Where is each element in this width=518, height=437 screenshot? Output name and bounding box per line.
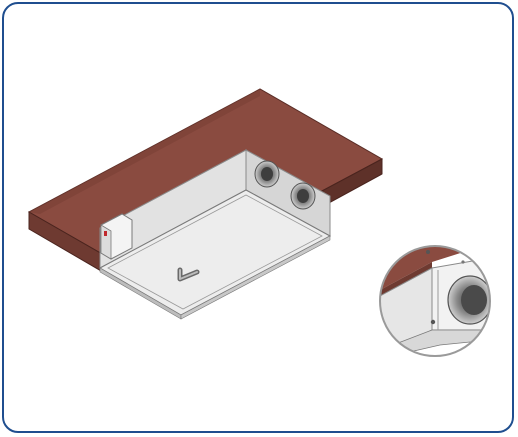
detail-magnifier-icon — [379, 245, 491, 357]
drain-pipe-icon — [177, 267, 200, 282]
duct-spigot-icon — [254, 160, 316, 210]
control-box-icon — [100, 213, 133, 260]
